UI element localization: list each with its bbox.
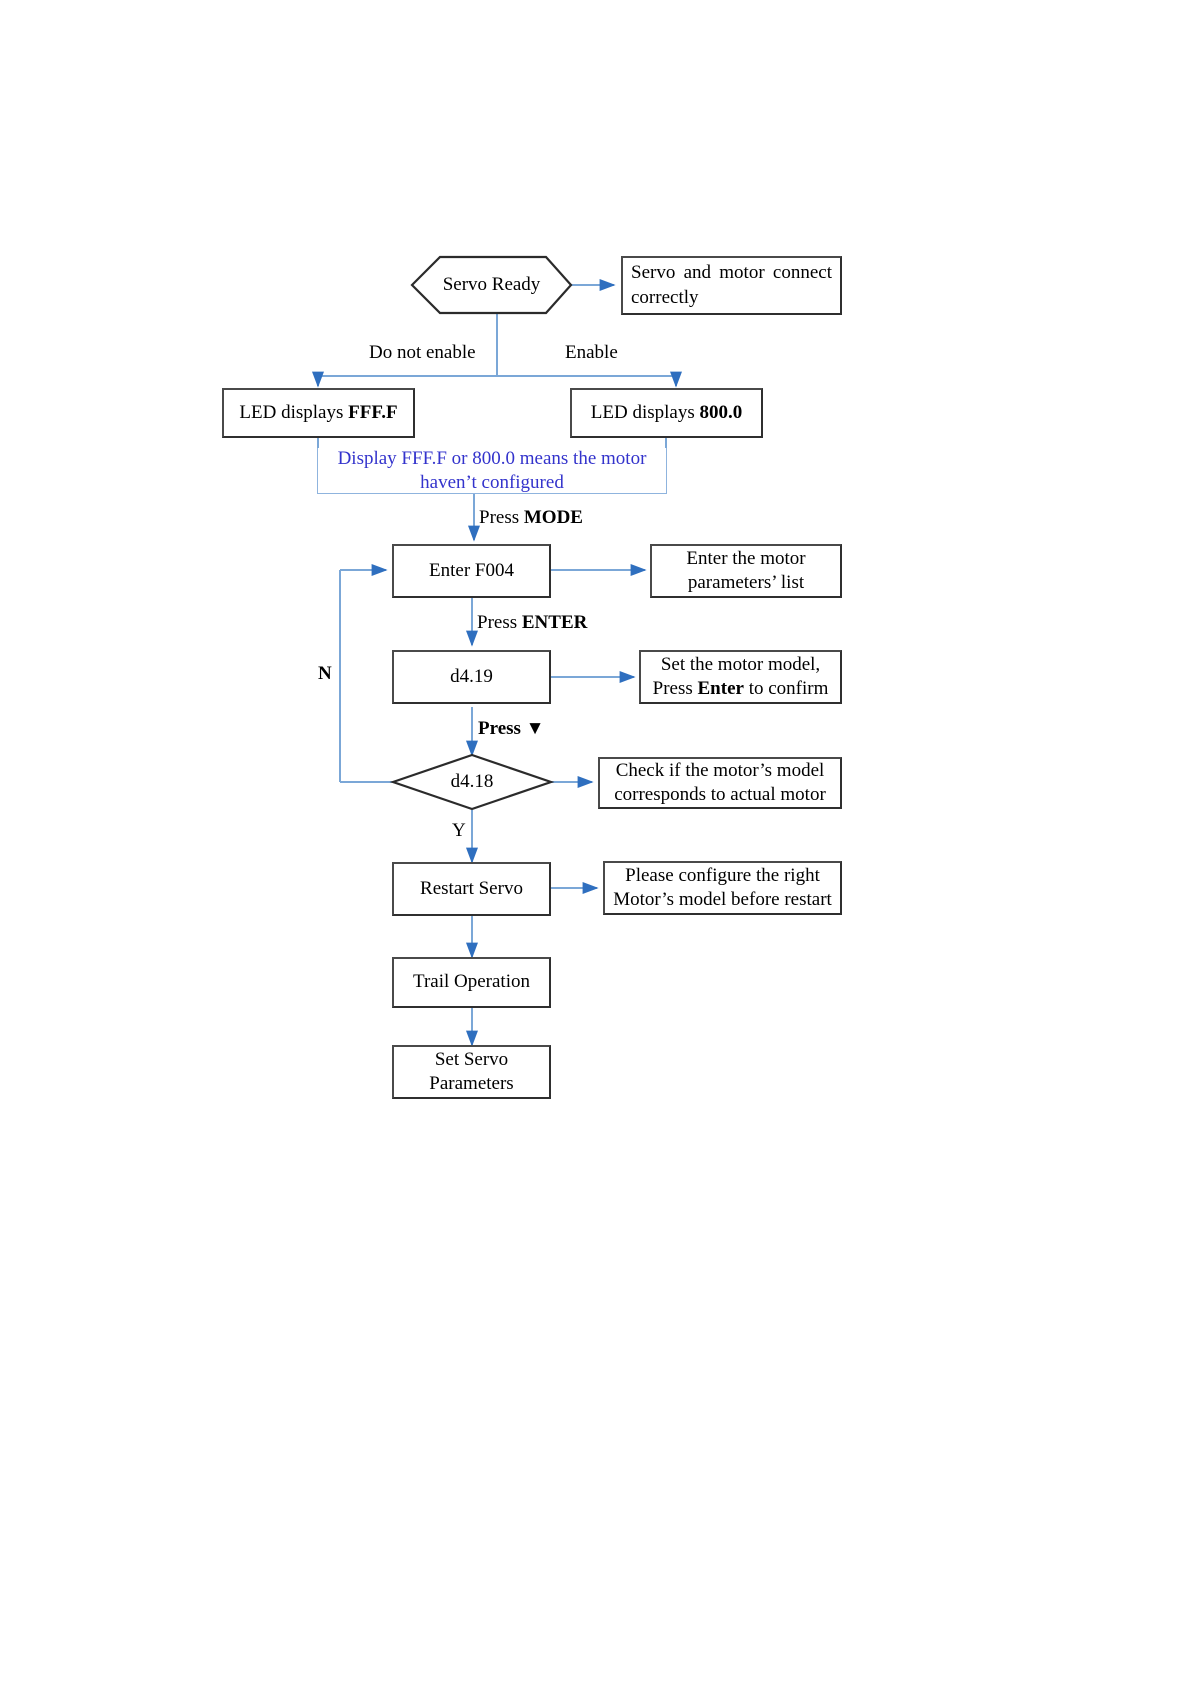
node-d418-label: d4.18 <box>450 771 494 792</box>
note-check-line-1: Check if the motor’s model <box>615 759 825 781</box>
node-trail-operation[interactable]: Trail Operation <box>392 957 551 1008</box>
node-d418[interactable]: d4.18 <box>393 756 551 808</box>
node-servo-connect-note[interactable]: Servo and motor connect correctly <box>621 256 842 315</box>
annotation-line-2: haven’t configured <box>420 471 564 493</box>
edge-label-press-down: Press ▼ <box>478 718 545 739</box>
edge-label-loop-no: N <box>318 663 332 684</box>
note-setmodel-line-2: Press Enter to confirm <box>652 678 829 699</box>
note-restart-line-2: Motor’s model before restart <box>613 889 832 910</box>
node-restart-servo[interactable]: Restart Servo <box>392 862 551 916</box>
annotation-motor-not-configured: Display FFF.F or 800.0 means the motor h… <box>317 448 667 494</box>
node-led-800-text: LED displays 800.0 <box>590 401 743 423</box>
node-enter-f004[interactable]: Enter F004 <box>392 544 551 598</box>
edge-label-enable: Enable <box>565 342 618 363</box>
node-setparams-line-1: Set Servo <box>434 1048 509 1070</box>
annotation-line-1: Display FFF.F or 800.0 means the motor <box>337 447 647 469</box>
node-d419-label: d4.19 <box>450 665 493 687</box>
node-set-servo-parameters[interactable]: Set Servo Parameters <box>392 1045 551 1099</box>
node-d419[interactable]: d4.19 <box>392 650 551 704</box>
note-params-line-1: Enter the motor <box>686 547 806 569</box>
note-check-line-2: corresponds to actual motor <box>614 784 826 805</box>
edge-label-press-enter: Press ENTER <box>477 612 588 633</box>
node-trail-operation-label: Trail Operation <box>413 971 530 993</box>
edge-label-do-not-enable: Do not enable <box>369 342 476 363</box>
note-restart-line-1: Please configure the right <box>625 864 820 886</box>
node-servo-ready-label: Servo Ready <box>442 274 541 295</box>
node-setparams-line-2: Parameters <box>429 1073 514 1094</box>
edge-label-press-mode: Press MODE <box>479 507 583 528</box>
node-enter-motor-params-note[interactable]: Enter the motor parameters’ list <box>650 544 842 598</box>
note-setmodel-line-1: Set the motor model, <box>660 653 821 675</box>
node-restart-note[interactable]: Please configure the right Motor’s model… <box>603 861 842 915</box>
node-servo-ready[interactable]: Servo Ready <box>412 257 571 313</box>
edge-label-branch-yes: Y <box>452 820 466 841</box>
node-led-fff-text: LED displays FFF.F <box>239 401 398 423</box>
node-enter-f004-label: Enter F004 <box>429 559 514 581</box>
node-led-displays-fff[interactable]: LED displays FFF.F <box>222 388 415 438</box>
node-set-motor-model-note[interactable]: Set the motor model, Press Enter to conf… <box>639 650 842 704</box>
node-check-model-note[interactable]: Check if the motor’s model corresponds t… <box>598 757 842 809</box>
note-params-line-2: parameters’ list <box>687 572 805 593</box>
node-restart-servo-label: Restart Servo <box>420 877 523 899</box>
node-led-displays-800[interactable]: LED displays 800.0 <box>570 388 763 438</box>
node-servo-connect-note-text: Servo and motor connect correctly <box>631 262 832 308</box>
